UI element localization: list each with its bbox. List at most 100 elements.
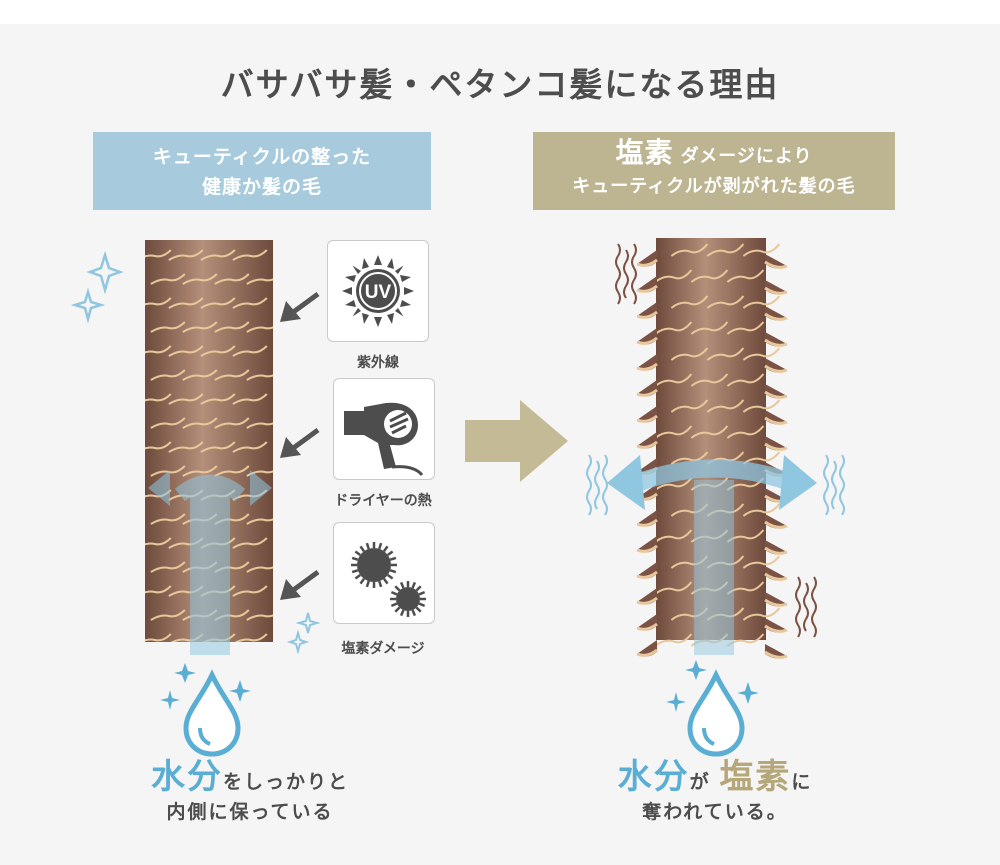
left-caption: 水分をしっかりと 内側に保っている (100, 760, 400, 827)
right-caption-ga: が (689, 771, 711, 793)
cuticle-scale (145, 441, 172, 450)
cuticle-scale (150, 273, 186, 285)
damaged-cuticle (670, 295, 709, 309)
cuticle-edge (138, 360, 145, 368)
cuticle-scale (168, 393, 204, 405)
damaged-cuticle (654, 321, 693, 335)
lifted-cuticle-right-edge (764, 624, 788, 633)
cuticle-scale (145, 297, 172, 306)
sparkle-icons-left (70, 250, 321, 655)
cuticle-edge (138, 384, 145, 392)
water-drop-icon-left (160, 663, 251, 757)
cuticle-edge (138, 504, 145, 512)
damaged-label-rest: ダメージにより (673, 146, 813, 167)
squiggle-blue-right (823, 454, 845, 516)
cuticle-scale (246, 614, 273, 621)
chlorine-label: 塩素ダメージ (341, 641, 425, 657)
cuticle-edge (138, 432, 145, 440)
lifted-cuticle-left-edge (636, 570, 658, 579)
lifted-cuticle-right-edge (764, 312, 788, 321)
lifted-cuticle-left-edge (636, 310, 658, 319)
right-caption-chlorine: 塩素 (719, 757, 792, 797)
damaged-cuticle (670, 451, 709, 465)
cuticle-scale (150, 369, 186, 381)
damage-squiggles (586, 243, 845, 638)
damaged-cuticle (706, 347, 745, 361)
dryer-box (333, 378, 435, 480)
left-caption-line2: 内側に保っている (166, 801, 334, 823)
cuticle-scale (246, 374, 273, 381)
cuticle-scale (145, 585, 172, 594)
cuticle-edge (138, 624, 145, 632)
cuticle-scale (246, 326, 273, 333)
arrow-dryer (280, 427, 320, 458)
cuticle-scale (200, 345, 236, 357)
healthy-hair-label: キューティクルの整った 健康か髪の毛 (93, 132, 431, 210)
cuticle-scale (150, 609, 186, 621)
healthy-hair-label-line1: キューティクルの整った (152, 146, 372, 168)
damaged-cuticle (690, 321, 729, 335)
cuticle-edge (138, 312, 145, 320)
squiggle-blue-left (586, 454, 608, 516)
page-title: バサバサ髪・ペタンコ髪になる理由 (220, 65, 780, 104)
cuticle-scale (214, 273, 250, 285)
cuticle-scale (150, 561, 186, 573)
squiggle-brown-top (615, 243, 637, 305)
cuticle-scale (214, 321, 250, 333)
cuticle-scale (232, 537, 268, 549)
healthy-hair-label-line2: 健康か髪の毛 (201, 176, 322, 198)
damaged-cuticle (742, 243, 781, 257)
damaged-cuticle (706, 295, 745, 309)
damaged-cuticle (690, 373, 729, 387)
damaged-cuticle (654, 477, 693, 491)
uv-sun-icon: UV (342, 255, 414, 327)
cuticle-scale (214, 369, 250, 381)
damaged-hair-label: 塩素 ダメージにより キューティクルが剥がれた髪の毛 (533, 132, 895, 210)
uv-box: UV (327, 240, 429, 342)
lifted-cuticle-right-edge (764, 546, 788, 555)
lifted-cuticle-right-edge (764, 364, 788, 373)
damaged-cuticle (654, 633, 693, 647)
cuticle-scale (232, 441, 268, 453)
right-caption-line2: 奪われている。 (642, 801, 788, 823)
right-caption-water: 水分 (617, 757, 690, 797)
cuticle-edge (138, 576, 145, 584)
lifted-cuticle-right-edge (764, 416, 788, 425)
cuticle-scale (232, 345, 268, 357)
damaged-cuticle (726, 269, 765, 283)
cuticle-edge (138, 264, 145, 272)
water-column-right (607, 455, 817, 655)
damaged-cuticle (690, 425, 729, 439)
cuticle-scale (145, 633, 172, 642)
cuticle-edge (138, 528, 145, 536)
uv-label: 紫外線 (357, 355, 399, 371)
lifted-cuticle-left-edge (636, 518, 658, 527)
damaged-cuticle (654, 529, 693, 543)
cuticle-scale (246, 566, 273, 573)
lifted-cuticle-left-edge (636, 362, 658, 371)
cuticle-edge (138, 480, 145, 488)
lifted-cuticle-right-edge (764, 338, 788, 347)
cuticle-edge (138, 600, 145, 608)
cuticle-edge (138, 552, 145, 560)
transition-arrow (465, 400, 568, 482)
cuticle-scale (182, 321, 218, 333)
cuticle-scale (168, 441, 204, 453)
cuticle-scale (246, 518, 273, 525)
cuticle-scale (182, 465, 218, 477)
lifted-cuticle-right-edge (764, 598, 788, 607)
cuticle-scale (145, 393, 172, 402)
water-column-left (148, 470, 272, 655)
damaged-cuticle (706, 399, 745, 413)
cuticle-scale (168, 297, 204, 309)
cause-arrows (280, 291, 320, 600)
cuticle-scale (150, 321, 186, 333)
damaged-cuticle (742, 503, 781, 517)
lifted-cuticle-left-edge (636, 336, 658, 345)
damaged-label-chlorine: 塩素 (615, 136, 674, 169)
damaged-cuticle (654, 269, 693, 283)
hair-dryer-icon (344, 402, 424, 477)
damaged-cuticle (670, 399, 709, 413)
cuticle-scale (232, 393, 268, 405)
